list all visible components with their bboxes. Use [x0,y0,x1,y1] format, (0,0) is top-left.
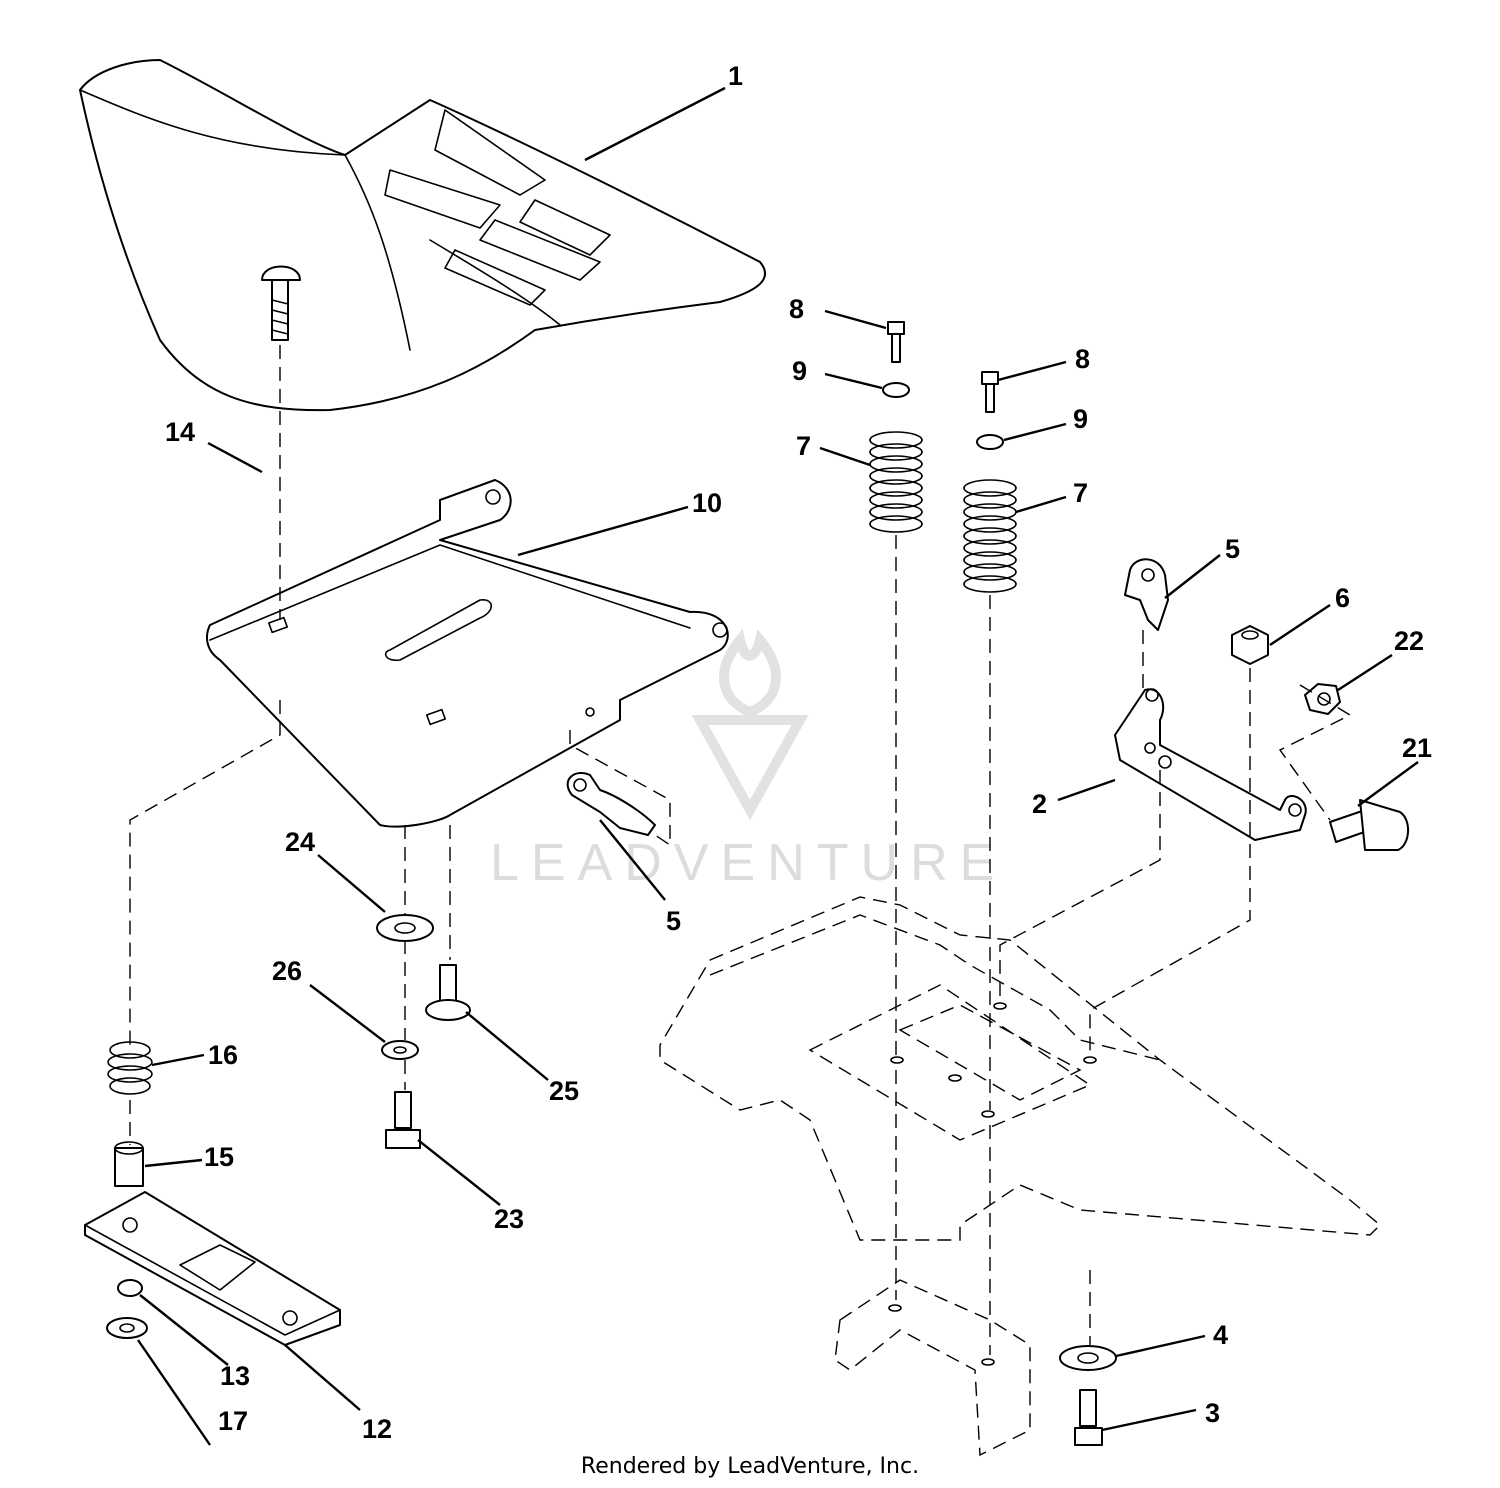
callout-9-right: 9 [1073,404,1088,434]
spacer-15[interactable] [114,1141,144,1187]
seat-clip-left[interactable] [566,772,656,836]
callout-5-right: 5 [1225,534,1240,564]
watermark: LEADVENTURE [490,629,1006,892]
spring-16[interactable] [107,1041,153,1095]
assembly-lines [129,345,1352,1355]
callout-3: 3 [1205,1398,1220,1428]
callout-8-right: 8 [1075,344,1090,374]
bracket-2[interactable] [1114,688,1307,841]
bolt-3[interactable] [1074,1389,1103,1446]
lock-washer-26[interactable] [381,1040,419,1060]
callout-6: 6 [1335,583,1350,613]
washer-4[interactable] [1059,1345,1117,1371]
callout-12: 12 [362,1414,392,1444]
callout-24: 24 [285,827,315,857]
footer-credit: Rendered by LeadVenture, Inc. [580,1454,920,1479]
watermark-text: LEADVENTURE [490,834,1006,892]
seat-bracket-12[interactable] [84,1191,341,1346]
callout-1: 1 [728,61,743,91]
callout-7-left: 7 [796,431,811,461]
callout-21: 21 [1402,733,1432,763]
shoulder-bolt-25[interactable] [425,964,471,1021]
nut-13[interactable] [117,1279,143,1297]
callout-5-left: 5 [666,906,681,936]
callout-25: 25 [549,1076,579,1106]
callout-labels: 1 2 3 4 5 5 6 7 7 8 8 9 9 10 12 13 14 15… [165,61,1432,1444]
bolt-8-left[interactable] [887,321,905,363]
seat-clip-right[interactable] [1124,558,1169,631]
callout-26: 26 [272,956,302,986]
lock-nut-6[interactable] [1231,625,1269,665]
hex-bolt-23[interactable] [385,1091,421,1149]
washer-9-left[interactable] [882,382,910,398]
bolt-8-right[interactable] [981,371,999,413]
callout-23: 23 [494,1204,524,1234]
callout-16: 16 [208,1040,238,1070]
callout-8-left: 8 [789,294,804,324]
leader-lines [137,86,1419,1446]
tractor-frame-dashed [659,896,1382,1457]
spring-7-right[interactable] [963,479,1017,593]
callout-2: 2 [1032,789,1047,819]
callout-10: 10 [692,488,722,518]
spring-7-left[interactable] [869,431,923,533]
washer-9-right[interactable] [976,434,1004,450]
callout-13: 13 [220,1361,250,1391]
bolt-21[interactable] [1329,799,1409,851]
callout-7-right: 7 [1073,478,1088,508]
callout-15: 15 [204,1142,234,1172]
callout-17: 17 [218,1406,248,1436]
callout-4: 4 [1213,1320,1228,1350]
flange-nut-17[interactable] [106,1317,148,1339]
callout-22: 22 [1394,626,1424,656]
seat[interactable] [79,59,766,412]
callout-14: 14 [165,417,195,447]
flat-washer-24[interactable] [376,914,434,942]
seat-pan[interactable] [206,479,729,828]
callout-9-left: 9 [792,356,807,386]
carriage-bolt[interactable] [261,265,301,341]
